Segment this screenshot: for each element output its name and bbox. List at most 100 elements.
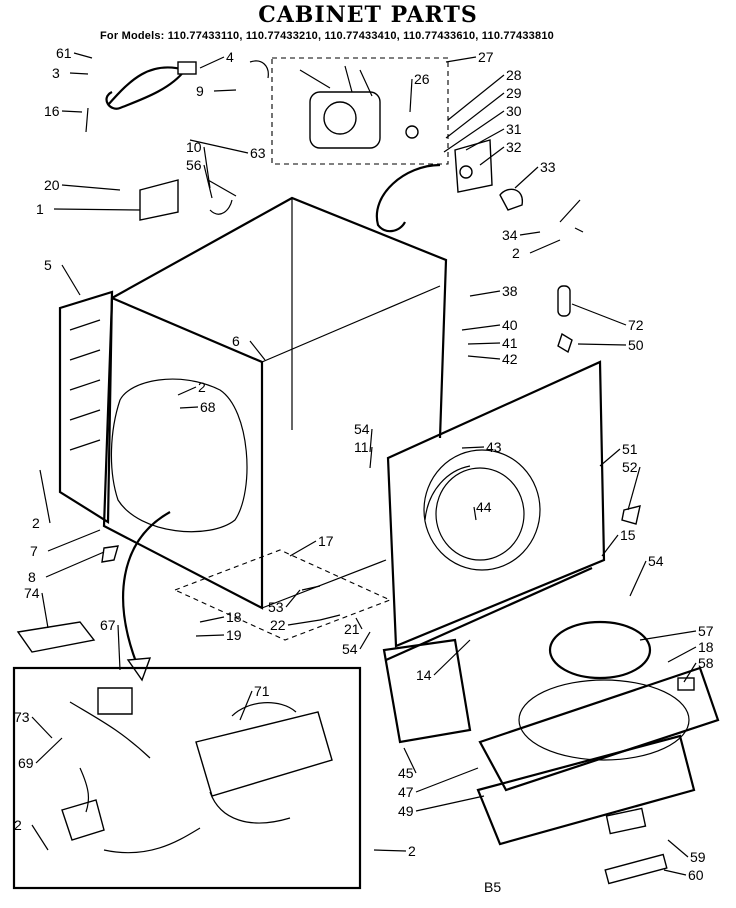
callout-number: 21 <box>344 621 360 637</box>
callout-leader <box>117 624 121 671</box>
door-handle-icon <box>605 807 647 835</box>
callout-leader <box>433 639 471 676</box>
callout-number: 32 <box>506 139 522 155</box>
callout-number: 1 <box>36 201 44 217</box>
callout-leader <box>627 466 641 511</box>
cabinet-body <box>58 196 448 610</box>
callout-number: 4 <box>226 49 234 65</box>
callout-number: 54 <box>648 553 664 569</box>
callout-leader <box>61 264 81 296</box>
callout-number: 14 <box>416 667 432 683</box>
callout-number: 15 <box>620 527 636 543</box>
power-cord-icon <box>85 60 269 133</box>
callout-leader <box>285 589 301 608</box>
door-strike-icon <box>604 853 668 885</box>
callout-number: 17 <box>318 533 334 549</box>
callout-number: 10 <box>186 139 202 155</box>
callout-number: 49 <box>398 803 414 819</box>
callout-number: 26 <box>414 71 430 87</box>
callout-leader <box>41 592 49 629</box>
callout-leader <box>73 52 93 59</box>
detail-arrow <box>122 511 171 673</box>
callout-leader <box>667 839 689 858</box>
footer-code: B5 <box>484 879 501 895</box>
callout-leader <box>514 166 539 189</box>
callout-number: 2 <box>512 245 520 261</box>
heater-assembly-icon <box>195 702 333 824</box>
callout-number: 74 <box>24 585 40 601</box>
callout-number: 7 <box>30 543 38 559</box>
callout-number: 58 <box>698 655 714 671</box>
callout-leader <box>179 406 199 409</box>
callout-number: 2 <box>198 379 206 395</box>
callout-number: 60 <box>688 867 704 883</box>
callout-leader <box>415 795 485 812</box>
detail-inset <box>12 666 362 890</box>
callout-number: 5 <box>44 257 52 273</box>
callout-number: 18 <box>698 639 714 655</box>
callout-leader <box>373 849 407 852</box>
callout-leader <box>369 446 373 469</box>
callout-leader <box>409 78 413 113</box>
callout-leader <box>47 529 101 552</box>
toe-panel-top <box>385 566 593 662</box>
drive-belt <box>375 163 441 233</box>
callout-number: 31 <box>506 121 522 137</box>
callout-leader <box>479 146 505 166</box>
bracket-icon <box>139 179 237 221</box>
callout-leader <box>287 619 321 626</box>
callout-number: 50 <box>628 337 644 353</box>
callout-leader <box>467 342 501 345</box>
callout-leader <box>467 355 501 360</box>
callout-number: 59 <box>690 849 706 865</box>
door-outer <box>478 666 720 792</box>
callout-leader <box>61 110 83 113</box>
base-outline <box>173 549 392 641</box>
door-window <box>518 679 690 761</box>
callout-number: 56 <box>186 157 202 173</box>
callout-number: 28 <box>506 67 522 83</box>
callout-number: 19 <box>226 627 242 643</box>
callout-number: 3 <box>52 65 60 81</box>
callout-number: 27 <box>478 49 494 65</box>
callout-leader <box>199 616 225 623</box>
callout-number: 67 <box>100 617 116 633</box>
callout-leader <box>69 72 89 75</box>
page-title: CABINET PARTS <box>258 2 478 28</box>
callout-number: 71 <box>254 683 270 699</box>
callout-leader <box>461 324 501 331</box>
door-inner <box>476 734 696 846</box>
callout-leader <box>469 290 501 297</box>
callout-leader <box>189 139 249 154</box>
door-seal-icon <box>548 620 652 680</box>
model-numbers: For Models: 110.77433110, 110.77433210, … <box>100 30 554 42</box>
callout-number: 41 <box>502 335 518 351</box>
front-panel <box>386 360 606 648</box>
callout-number: 53 <box>268 599 284 615</box>
callout-number: 52 <box>622 459 638 475</box>
callout-number: 2 <box>32 515 40 531</box>
callout-leader <box>289 540 317 557</box>
callout-leader <box>519 231 541 236</box>
callout-leader <box>465 128 505 151</box>
callout-leader <box>571 303 627 326</box>
callout-number: 42 <box>502 351 518 367</box>
callout-number: 54 <box>342 641 358 657</box>
callout-leader <box>199 56 225 69</box>
callout-leader <box>61 184 121 191</box>
callout-number: 40 <box>502 317 518 333</box>
callout-number: 9 <box>196 83 204 99</box>
callout-number: 68 <box>200 399 216 415</box>
foot-icon <box>101 545 119 563</box>
callout-number: 72 <box>628 317 644 333</box>
callout-leader <box>445 92 505 139</box>
callout-number: 29 <box>506 85 522 101</box>
latch-keeper-icon <box>557 332 573 354</box>
hinge-icon <box>621 505 641 525</box>
callout-number: 51 <box>622 441 638 457</box>
callout-leader <box>31 824 49 851</box>
callout-number: 33 <box>540 159 556 175</box>
callout-leader <box>35 737 63 764</box>
callout-number: 2 <box>408 843 416 859</box>
